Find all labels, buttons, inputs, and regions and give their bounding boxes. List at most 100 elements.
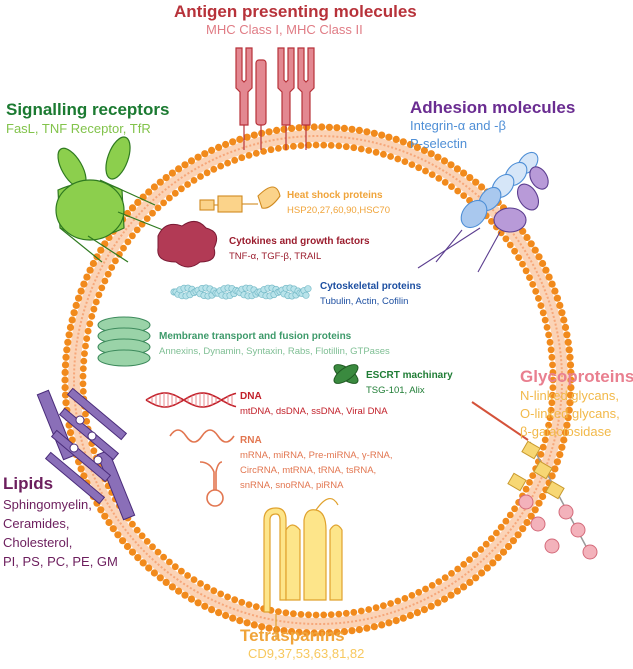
- phospholipid-head: [415, 164, 423, 172]
- phospholipid-head: [378, 131, 386, 139]
- phospholipid-head: [511, 247, 518, 255]
- antigen-subtitle: MHC Class I, MHC Class II: [206, 22, 363, 37]
- phospholipid-head: [273, 126, 281, 134]
- phospholipid-head: [387, 153, 394, 160]
- cytoskeleton-filament-icon: [170, 284, 312, 300]
- phospholipid-head: [84, 327, 92, 335]
- glyco-line-1: N-linked glycans,: [520, 388, 619, 403]
- phospholipid-head: [565, 346, 573, 354]
- phospholipid-head: [171, 563, 179, 571]
- phospholipid-head: [245, 152, 253, 159]
- phospholipid-head: [546, 338, 554, 346]
- phospholipid-head: [280, 627, 288, 635]
- phospholipid-head: [312, 611, 320, 619]
- phospholipid-head: [320, 611, 328, 619]
- phospholipid-head: [168, 583, 176, 591]
- phospholipid-head: [82, 342, 89, 350]
- phospholipid-head: [378, 621, 386, 629]
- phospholipid-head: [194, 599, 202, 607]
- phospholipid-head: [348, 125, 356, 133]
- signalling-subtitle: FasL, TNF Receptor, TfR: [6, 121, 151, 136]
- phospholipid-head: [80, 472, 88, 480]
- lipids-line-1: Sphingomyelin,: [3, 497, 92, 512]
- phospholipid-head: [556, 451, 564, 459]
- phospholipid-head: [150, 183, 158, 191]
- phospholipid-head: [138, 532, 146, 540]
- cytokines-subtitle: TNF-α, TGF-β, TRAIL: [229, 251, 322, 262]
- phospholipid-head: [325, 123, 333, 131]
- phospholipid-head: [549, 376, 557, 384]
- phospholipid-head: [482, 540, 490, 548]
- phospholipid-head: [558, 443, 566, 451]
- phospholipid-head: [519, 260, 526, 268]
- phospholipid-head: [215, 143, 223, 151]
- phospholipid-head: [70, 309, 78, 317]
- phospholipid-head: [208, 146, 216, 154]
- phospholipid-head: [288, 124, 296, 132]
- mhc-molecules-icon: [235, 47, 315, 150]
- phospholipid-head: [184, 572, 192, 579]
- phospholipid-head: [561, 323, 570, 331]
- phospholipid-head: [154, 204, 162, 212]
- phospholipid-head: [62, 399, 70, 407]
- phospholipid-head: [61, 368, 69, 376]
- dna-subtitle: mtDNA, dsDNA, ssDNA, Viral DNA: [240, 406, 388, 417]
- phospholipid-head: [90, 447, 98, 455]
- phospholipid-head: [282, 609, 290, 617]
- phospholipid-head: [522, 267, 530, 275]
- phospholipid-head: [72, 301, 80, 309]
- phospholipid-head: [541, 436, 549, 444]
- phospholipid-head: [310, 123, 318, 131]
- phospholipid-head: [545, 331, 552, 339]
- phospholipid-head: [250, 131, 258, 139]
- escrt-icon: [333, 364, 359, 384]
- phospholipid-head: [82, 410, 89, 418]
- phospholipid-head: [252, 149, 260, 157]
- phospholipid-head: [493, 529, 500, 537]
- phospholipid-head: [380, 150, 387, 158]
- phospholipid-head: [267, 146, 275, 154]
- phospholipid-head: [545, 421, 552, 429]
- phospholipid-head: [229, 138, 237, 146]
- phospholipid-head: [133, 226, 141, 234]
- phospholipid-head: [551, 287, 559, 295]
- phospholipid-head: [64, 338, 72, 346]
- phospholipid-head: [318, 629, 326, 637]
- cytoskeletal-title: Cytoskeletal proteins: [320, 281, 422, 292]
- phospholipid-head: [539, 259, 547, 268]
- phospholipid-head: [560, 316, 568, 324]
- phospholipid-head: [116, 251, 123, 258]
- phospholipid-head: [194, 153, 202, 161]
- phospholipid-head: [370, 623, 378, 631]
- phospholipid-head: [201, 150, 209, 158]
- phospholipid-head: [511, 505, 518, 513]
- phospholipid-head: [181, 161, 189, 169]
- phospholipid-head: [98, 284, 106, 292]
- phospholipid-head: [561, 429, 570, 437]
- phospholipid-head: [187, 157, 196, 165]
- phospholipid-head: [80, 357, 88, 365]
- phospholipid-head: [365, 147, 373, 154]
- phospholipid-head: [243, 619, 251, 627]
- phospholipid-head: [236, 135, 244, 143]
- phospholipid-head: [104, 270, 112, 278]
- heat-shock-subtitle: HSP20,27,60,90,HSC70: [287, 205, 390, 216]
- phospholipid-head: [506, 511, 514, 519]
- phospholipid-head: [231, 156, 239, 164]
- phospholipid-head: [526, 274, 533, 281]
- phospholipid-head: [563, 331, 571, 339]
- phospholipid-head: [342, 143, 350, 151]
- phospholipid-head: [365, 606, 373, 613]
- phospholipid-head: [434, 153, 442, 161]
- phospholipid-head: [527, 240, 535, 248]
- phospholipid-head: [105, 518, 113, 527]
- dna-title: DNA: [240, 391, 262, 402]
- phospholipid-head: [61, 384, 69, 392]
- phospholipid-head: [335, 142, 343, 150]
- phospholipid-head: [502, 517, 510, 525]
- phospholipid-head: [81, 350, 88, 357]
- outer-phospholipid-heads: [61, 123, 575, 637]
- adhesion-line-2: P-selectin: [410, 136, 468, 151]
- phospholipid-head: [522, 485, 530, 493]
- phospholipid-head: [243, 133, 251, 141]
